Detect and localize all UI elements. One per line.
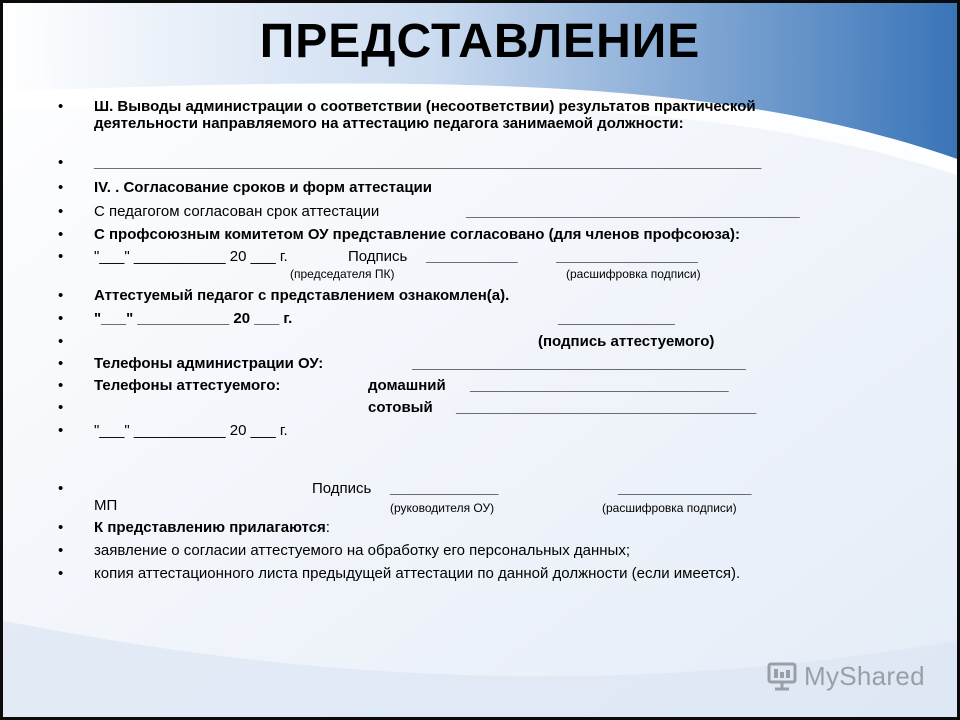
- caption-decode: (расшифровка подписи): [566, 267, 701, 281]
- date-field: "___" ___________ 20 ___ г.: [94, 310, 293, 327]
- caption-attested: (подпись аттестуемого): [538, 333, 715, 350]
- logo-text: MyShared: [804, 660, 925, 691]
- sign-label: Подпись: [312, 480, 372, 497]
- bullet: •: [58, 310, 64, 327]
- bullet: •: [58, 480, 64, 497]
- attachment-1: заявление о согласии аттестуемого на обр…: [94, 542, 630, 559]
- blank-line: ________________________________________…: [94, 154, 762, 171]
- date-field: "___" ___________ 20 ___ г.: [94, 422, 288, 439]
- attachment-2: копия аттестационного листа предыдущей а…: [94, 565, 741, 582]
- sign-line: ______________: [558, 310, 675, 327]
- phones-admin-line: ________________________________________: [412, 355, 746, 372]
- bullet: •: [58, 203, 64, 220]
- agreed-term-label: С педагогом согласован срок аттестации: [94, 203, 380, 220]
- date-field: "___" ___________ 20 ___ г.: [94, 248, 288, 265]
- bullet: •: [58, 179, 64, 196]
- bullet: •: [58, 226, 64, 243]
- home-line: _______________________________: [470, 377, 729, 394]
- union-agreed-text: С профсоюзным комитетом ОУ представление…: [94, 226, 740, 243]
- sign-line: ___________: [426, 248, 518, 265]
- bullet: •: [58, 333, 64, 350]
- bullet: •: [58, 355, 64, 372]
- phones-attested-label: Телефоны аттестуемого:: [94, 377, 281, 394]
- bullet: •: [58, 377, 64, 394]
- mobile-line: ____________________________________: [456, 399, 757, 416]
- mobile-label: сотовый: [368, 399, 433, 416]
- bullet: •: [58, 422, 64, 439]
- phones-admin-label: Телефоны администрации ОУ:: [94, 355, 324, 372]
- seal-mark: МП: [94, 497, 118, 514]
- sign-label: Подпись: [348, 248, 408, 265]
- bullet: •: [58, 519, 64, 536]
- acquainted-text: Аттестуемый педагог с представлением озн…: [94, 287, 510, 304]
- caption-chair: (председателя ПК): [290, 267, 395, 281]
- section3-text: Ш. Выводы администрации о соответствии (…: [94, 98, 756, 132]
- bullet: •: [58, 287, 64, 304]
- sign-line: _____________: [390, 480, 499, 497]
- decode-line: _________________: [556, 248, 698, 265]
- attachments-label: К представлению прилагаются: [94, 519, 326, 536]
- bullet: •: [58, 248, 64, 265]
- presentation-board-icon: [767, 662, 797, 691]
- myshared-logo: MyShared: [766, 656, 925, 696]
- section4-heading: IV. . Согласование сроков и форм аттеста…: [94, 179, 432, 196]
- agreed-term-line: ________________________________________: [466, 203, 800, 220]
- decode-line: ________________: [618, 480, 752, 497]
- page-title: ПРЕДСТАВЛЕНИЕ: [259, 15, 701, 68]
- bullet: •: [58, 565, 64, 582]
- caption-decode: (расшифровка подписи): [602, 501, 737, 515]
- home-label: домашний: [368, 377, 446, 394]
- bullet: •: [58, 98, 64, 115]
- attachments-colon: :: [325, 519, 330, 536]
- bullet: •: [58, 542, 64, 559]
- bullet: •: [58, 399, 64, 416]
- bullet: •: [58, 154, 64, 171]
- caption-head: (руководителя ОУ): [390, 501, 495, 515]
